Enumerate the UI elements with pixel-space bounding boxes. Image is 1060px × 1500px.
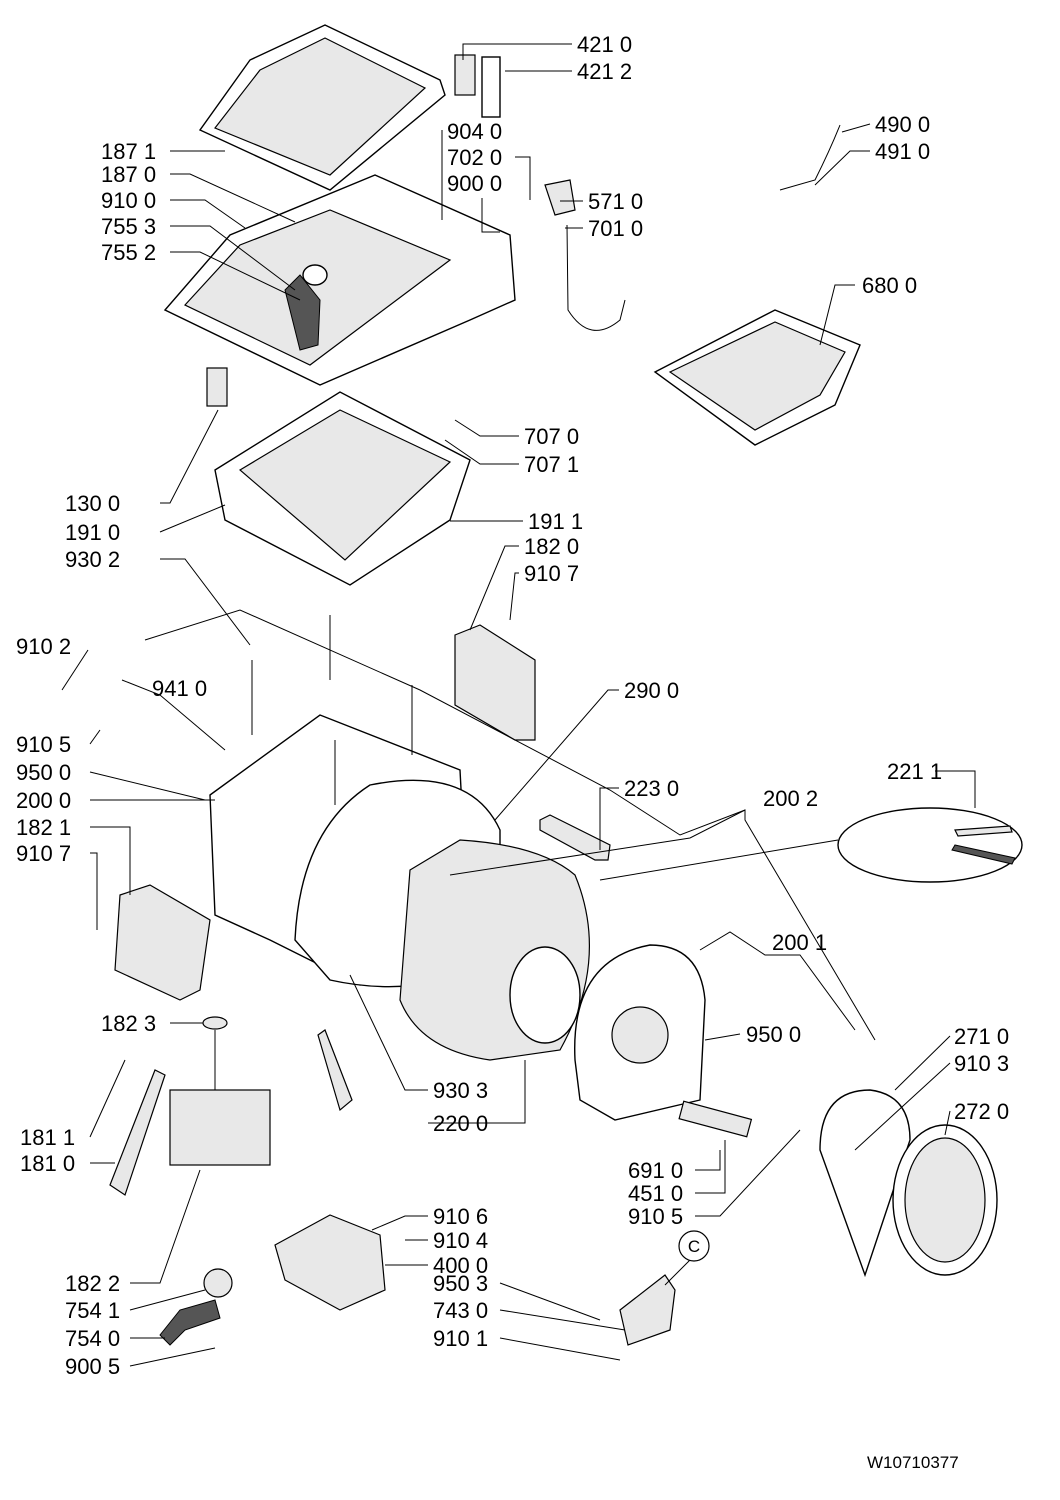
part-label: 223 0 — [624, 776, 679, 801]
part-bung-754-1 — [203, 1268, 233, 1298]
part-counterweight-182-1 — [114, 884, 211, 1001]
part-label: 191 0 — [65, 520, 120, 545]
part-hose-755 — [284, 274, 321, 351]
part-labels: 421 0 421 2 904 0 702 0 900 0 571 0 701 … — [16, 32, 1009, 1379]
part-damper-181-0 — [109, 1069, 166, 1196]
part-label: 182 1 — [16, 815, 71, 840]
part-label: 187 0 — [101, 162, 156, 187]
part-label: 900 5 — [65, 1354, 120, 1379]
part-label: 290 0 — [624, 678, 679, 703]
part-label: 200 2 — [763, 786, 818, 811]
part-label: 755 2 — [101, 240, 156, 265]
part-solenoid-421-0 — [454, 54, 476, 96]
part-label: 950 3 — [433, 1271, 488, 1296]
part-label: 910 1 — [433, 1326, 488, 1351]
part-label: 691 0 — [628, 1158, 683, 1183]
part-label: 707 1 — [524, 452, 579, 477]
part-label: 400 0 — [433, 1253, 488, 1278]
part-label: 451 0 — [628, 1181, 683, 1206]
part-pump-400-0 — [274, 1214, 386, 1311]
part-motor-controller-743-0 — [619, 1274, 676, 1346]
part-label: 910 7 — [524, 561, 579, 586]
part-valve-571-0 — [544, 179, 576, 216]
part-label: 910 5 — [628, 1204, 683, 1229]
part-label: 701 0 — [588, 216, 643, 241]
part-pcb-130-0 — [206, 367, 228, 407]
part-label: 910 7 — [16, 841, 71, 866]
part-label: 910 2 — [16, 634, 71, 659]
part-label: 904 0 — [447, 119, 502, 144]
callout-c: C — [678, 1230, 710, 1262]
part-label: 910 6 — [433, 1204, 488, 1229]
part-label: 272 0 — [954, 1099, 1009, 1124]
part-washer-182-3 — [202, 1016, 228, 1030]
part-plate-421-2 — [481, 56, 501, 118]
part-power-cord-490-0 — [779, 124, 841, 191]
part-label: 491 0 — [875, 139, 930, 164]
callout-letter: C — [688, 1237, 700, 1256]
part-label: 941 0 — [152, 676, 207, 701]
part-label: 754 0 — [65, 1326, 120, 1351]
part-label: 182 3 — [101, 1011, 156, 1036]
part-kit-221-1 — [837, 807, 1023, 883]
part-label: 950 0 — [16, 760, 71, 785]
part-label: 490 0 — [875, 112, 930, 137]
part-inlet-hose-701-0 — [566, 224, 626, 331]
part-label: 571 0 — [588, 189, 643, 214]
part-label: 754 1 — [65, 1298, 120, 1323]
part-label: 220 0 — [433, 1111, 488, 1136]
part-label: 910 3 — [954, 1051, 1009, 1076]
part-label: 950 0 — [746, 1022, 801, 1047]
part-label: 221 1 — [887, 759, 942, 784]
part-label: 900 0 — [447, 171, 502, 196]
part-springs-930-2 — [251, 615, 413, 805]
part-counterweight-182-0 — [454, 624, 536, 741]
part-label: 930 2 — [65, 547, 120, 572]
part-label: 200 1 — [772, 930, 827, 955]
part-label: 421 2 — [577, 59, 632, 84]
part-label: 910 5 — [16, 732, 71, 757]
part-damper-930-3 — [317, 1029, 353, 1112]
part-label: 930 3 — [433, 1078, 488, 1103]
part-label: 421 0 — [577, 32, 632, 57]
part-label: 200 0 — [16, 788, 71, 813]
part-label: 271 0 — [954, 1024, 1009, 1049]
part-label: 910 4 — [433, 1228, 488, 1253]
part-heater-691-0 — [678, 1100, 753, 1138]
part-sump-hose-754-0 — [159, 1299, 221, 1346]
leader-lines — [61, 43, 976, 1367]
drawing-code: W10710377 — [867, 1453, 959, 1472]
part-label: 182 2 — [65, 1271, 120, 1296]
part-belt-271-0 — [819, 1089, 911, 1278]
part-label: 755 3 — [101, 214, 156, 239]
part-drum-lifter-223-0 — [539, 814, 611, 861]
part-counterweight-182-2 — [169, 1089, 271, 1166]
part-label: 181 0 — [20, 1151, 75, 1176]
part-label: 130 0 — [65, 491, 120, 516]
part-label: 181 1 — [20, 1125, 75, 1150]
part-label: 182 0 — [524, 534, 579, 559]
part-label: 910 0 — [101, 188, 156, 213]
part-label: 187 1 — [101, 139, 156, 164]
part-label: 707 0 — [524, 424, 579, 449]
part-label: 702 0 — [447, 145, 502, 170]
part-label: 743 0 — [433, 1298, 488, 1323]
part-label: 191 1 — [528, 509, 583, 534]
parts — [109, 24, 1023, 1346]
part-label: 680 0 — [862, 273, 917, 298]
